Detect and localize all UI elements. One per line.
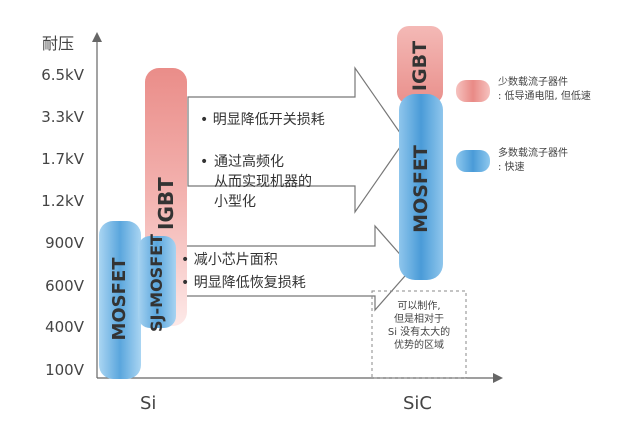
x-label-sic: SiC xyxy=(403,393,432,414)
sic-igbt-bar xyxy=(397,26,443,104)
sic-mosfet-bar xyxy=(399,94,443,280)
dashed-region-box xyxy=(371,290,467,379)
bullet-dot: • xyxy=(181,252,194,268)
legend-majority-line1: 多数载流子器件 xyxy=(498,148,568,159)
si-mosfet-label: MOSFET xyxy=(109,257,130,341)
si-mosfet-bar xyxy=(99,221,141,379)
si-sj-mosfet-bar xyxy=(138,236,176,328)
x-label-si: Si xyxy=(140,393,157,414)
y-tick-label: 3.3kV xyxy=(41,108,84,126)
si-sj-mosfet-label: SJ-MOSFET xyxy=(147,234,166,332)
y-tick-label: 100V xyxy=(45,361,84,379)
y-tick-label: 600V xyxy=(45,277,84,295)
bullet-dot: • xyxy=(200,154,209,170)
y-axis-title: 耐压 xyxy=(42,34,75,53)
lower-bullet-2: • 明显降低恢复损耗 xyxy=(181,275,306,291)
legend-minority-line1: 少数载流子器件 xyxy=(498,77,568,88)
legend-majority-line2: : 快速 xyxy=(498,162,525,173)
y-axis-arrowhead xyxy=(92,32,102,42)
lower-transition-arrow xyxy=(171,224,413,312)
upper-bullet-1: • 明显降低开关损耗 xyxy=(200,112,325,128)
upper-bullet-2: •通过高频化 从而实现机器的 小型化 xyxy=(200,154,312,210)
x-axis-arrowhead xyxy=(493,373,503,383)
si-igbt-label: IGBT xyxy=(154,177,178,230)
y-tick-label: 400V xyxy=(45,318,84,336)
sic-mosfet-label: MOSFET xyxy=(410,145,432,233)
legend-swatch-majority xyxy=(456,150,490,172)
y-tick-label: 900V xyxy=(45,234,84,252)
bullet-dot: • xyxy=(200,112,213,128)
y-tick-label: 1.2kV xyxy=(41,192,84,210)
lower-bullet-1: • 减小芯片面积 xyxy=(181,252,278,268)
bullet-dot: • xyxy=(181,275,194,291)
legend-swatch-minority xyxy=(456,80,490,102)
y-tick-label: 1.7kV xyxy=(41,150,84,168)
sic-igbt-label: IGBT xyxy=(409,40,431,92)
dashed-region-text: 可以制作, 但是相对于 Si 没有太大的 优势的区域 xyxy=(387,301,451,351)
upper-transition-arrow xyxy=(187,66,406,214)
legend-minority-line2: : 低导通电阻, 但低速 xyxy=(498,91,591,102)
y-tick-label: 6.5kV xyxy=(41,66,84,84)
